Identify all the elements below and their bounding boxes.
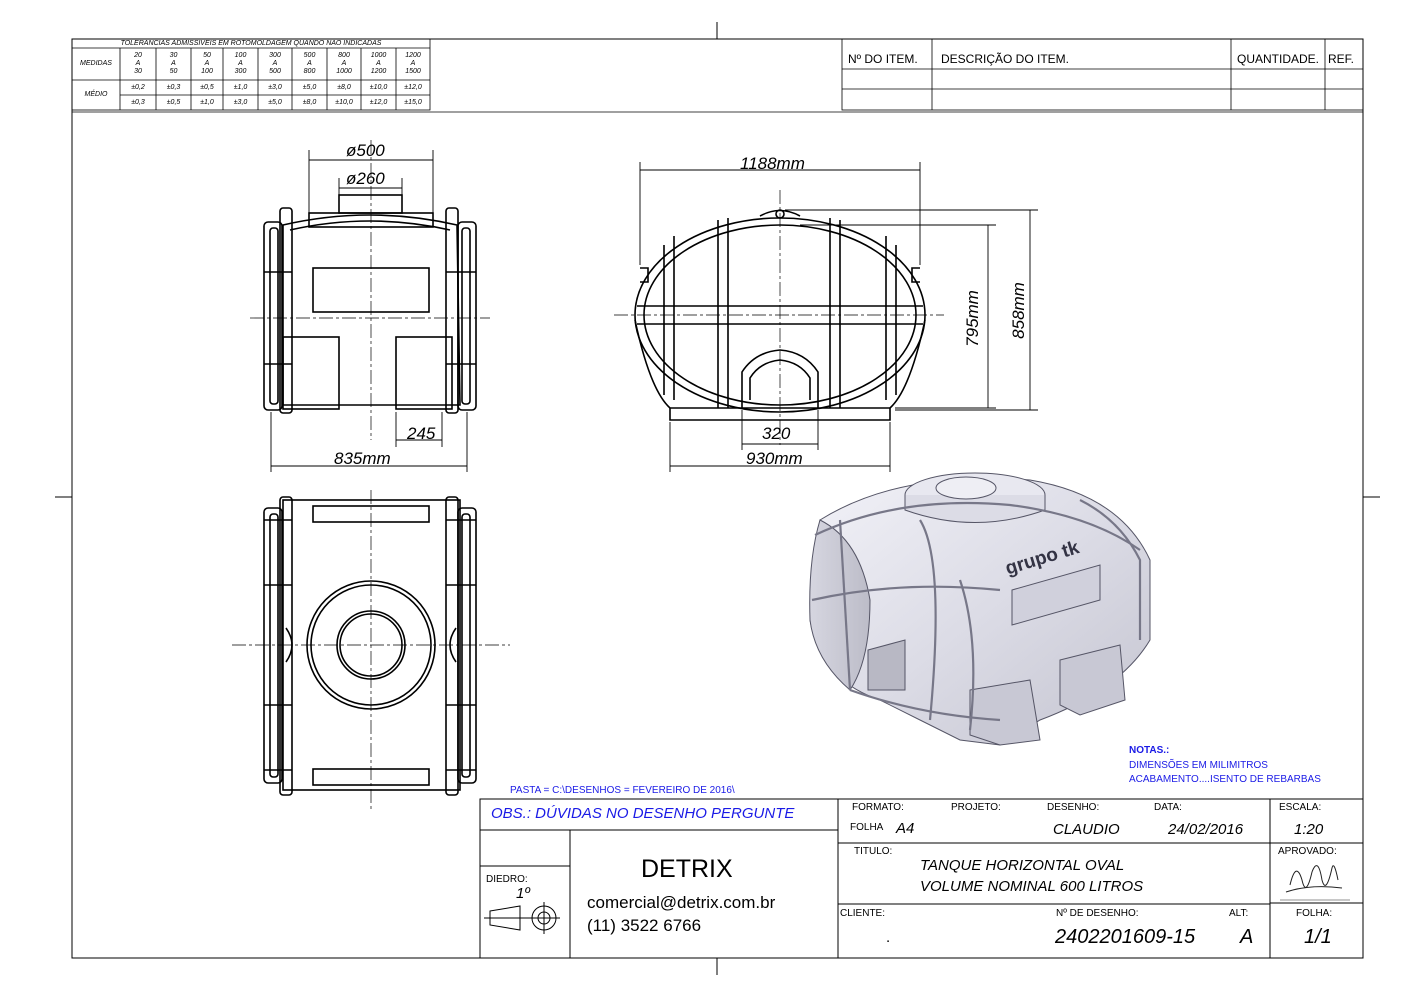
projeto-label: PROJETO: (951, 802, 1001, 813)
escala-label: ESCALA: (1279, 802, 1322, 813)
dim-length-1188: 1188mm (740, 154, 805, 173)
tolerance-r2-c5: ±5,0 (268, 99, 282, 106)
tolerance-r1-c1: ±0,2 (131, 84, 145, 91)
isometric-tank (809, 472, 1151, 746)
tolerance-r1-c5: ±3,0 (268, 84, 282, 91)
parts-col-quantity: QUANTIDADE. (1237, 52, 1320, 66)
desenho-value: CLAUDIO (1053, 821, 1120, 838)
tolerance-r1-c8: ±10,0 (369, 84, 388, 91)
dim-width-245: 245 (407, 424, 436, 443)
dim-diameter-500: ø500 (346, 141, 385, 160)
side-view-dimensions (639, 162, 1038, 472)
tolerance-r1-c4: ±1,0 (233, 84, 248, 91)
parts-table-grid (841, 38, 1364, 111)
alt-value: A (1240, 926, 1254, 948)
tolerance-r1-c2: ±0,3 (166, 84, 181, 91)
dim-diameter-260: ø260 (346, 169, 385, 188)
dim-length-930: 930mm (746, 449, 803, 468)
alt-label: ALT: (1229, 908, 1249, 919)
notes-line-2: ACABAMENTO....ISENTO DE REBARBAS (1129, 774, 1321, 785)
folha-value: A4 (896, 820, 915, 837)
obs-note: OBS.: DÚVIDAS NO DESENHO PERGUNTE (491, 805, 795, 822)
tolerance-r2-c7: ±10,0 (335, 99, 353, 106)
escala-value: 1:20 (1294, 821, 1324, 838)
tolerance-r2-c8: ±12,0 (369, 99, 388, 106)
side-view (614, 190, 944, 445)
aprovado-label: APROVADO: (1278, 846, 1337, 857)
company-phone: (11) 3522 6766 (587, 916, 702, 935)
dim-width-835: 835mm (334, 449, 391, 468)
tolerance-r2-c9: ±15,0 (404, 99, 422, 106)
cliente-label: CLIENTE: (840, 908, 886, 919)
title-block-grid (479, 798, 1364, 959)
tolerance-table-title: TOLERANCIAS ADMISSIVEIS EM ROTOMOLDAGEM … (120, 40, 382, 47)
data-value: 24/02/2016 (1168, 821, 1244, 838)
notes-line-1: DIMENSÕES EM MILIMITROS (1129, 760, 1268, 771)
front-view-dimensions (270, 150, 468, 472)
parts-col-ref: REF. (1328, 52, 1355, 66)
folha2-value: 1/1 (1304, 926, 1332, 948)
diedro-value: 1º (516, 885, 530, 902)
parts-col-description: DESCRIÇÃO DO ITEM. (941, 52, 1070, 66)
num-desenho-label: Nº DE DESENHO: (1056, 908, 1139, 919)
dim-width-320: 320 (762, 424, 791, 443)
desenho-label: DESENHO: (1047, 802, 1100, 813)
num-desenho-value: 2402201609-15 (1055, 926, 1196, 948)
front-view (250, 140, 490, 440)
company-email[interactable]: comercial@detrix.com.br (587, 893, 776, 912)
folder-path: PASTA = C:\DESENHOS = FEVEREIRO DE 2016\ (510, 785, 735, 796)
formato-label: FORMATO: (852, 802, 904, 813)
tolerance-r2-c6: ±8,0 (302, 99, 317, 106)
first-angle-projection-icon (484, 902, 560, 934)
diedro-label: DIEDRO: (486, 874, 528, 885)
tolerance-r1-c7: ±8,0 (337, 84, 351, 91)
dim-height-858: 858mm (1008, 282, 1028, 339)
parts-col-item: Nº DO ITEM. (848, 52, 918, 66)
tolerance-r1-c9: ±12,0 (404, 84, 422, 91)
tolerance-label-measures: MEDIDAS (80, 60, 112, 67)
tolerance-r2-c3: ±1,0 (200, 99, 214, 106)
folha-label: FOLHA (850, 822, 884, 833)
notes-title: NOTAS.: (1129, 745, 1170, 756)
approval-signature (1280, 865, 1350, 901)
titulo-line-2: VOLUME NOMINAL 600 LITROS (920, 878, 1144, 895)
tolerance-label-medium: MÉDIO (84, 91, 108, 98)
company-name: DETRIX (641, 855, 733, 883)
tolerance-r2-c1: ±0,3 (131, 99, 145, 106)
dim-height-795: 795mm (962, 290, 982, 347)
tolerance-r2-c4: ±3,0 (233, 99, 248, 106)
titulo-label: TITULO: (854, 846, 893, 857)
tolerance-r1-c3: ±0,5 (200, 84, 214, 91)
data-label: DATA: (1154, 802, 1182, 813)
tolerance-r1-c6: ±5,0 (302, 84, 317, 91)
cliente-value: . (886, 929, 891, 946)
tolerance-table-grid (71, 38, 1363, 113)
tolerance-r2-c2: ±0,5 (166, 99, 181, 106)
top-view (232, 490, 510, 810)
folha2-label: FOLHA: (1296, 908, 1333, 919)
titulo-line-1: TANQUE HORIZONTAL OVAL (920, 857, 1125, 874)
